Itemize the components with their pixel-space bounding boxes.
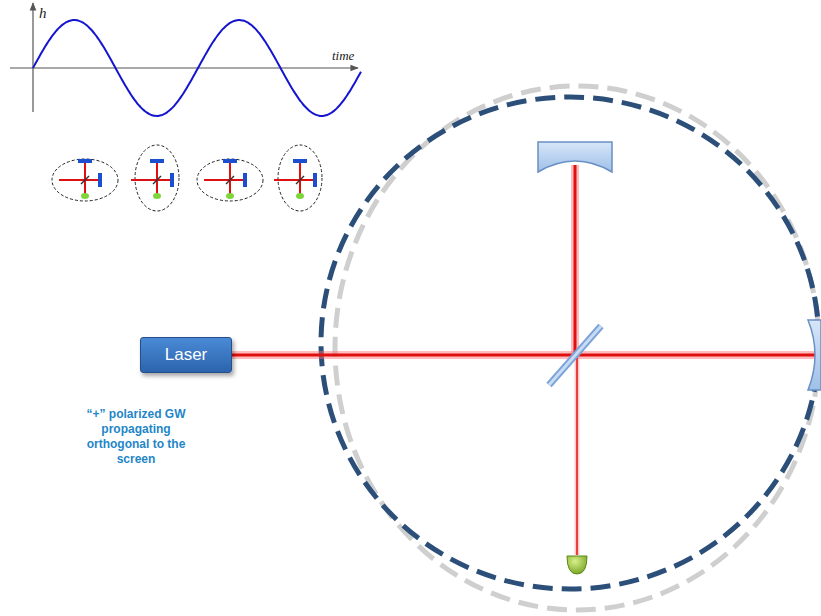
caption-note: “+” polarized GW propagating orthogonal … [70,407,202,467]
beam-glow [571,165,579,355]
interferometer-icon [274,159,317,199]
y-axis [32,3,33,112]
interferometer-icon [59,159,102,199]
end-mirror [538,142,612,172]
axis-label: time [332,48,354,64]
sine-wave [33,20,361,116]
beam-glow [232,351,816,359]
axis-label: h [39,4,47,23]
beam [232,354,816,357]
beam-glow [575,355,580,555]
box-label: Laser [165,345,208,365]
test-mass-ring [321,97,819,589]
laser-beams [232,165,816,555]
photodetector [567,556,587,574]
x-axis [10,67,358,68]
end-mirror [808,320,821,390]
beam [574,165,577,355]
ring-ellipse [52,159,118,201]
beam-splitter [549,326,601,385]
laser-box: Laser [140,337,232,373]
beam-splitter [549,326,601,385]
interferometer-icon [204,159,247,199]
interferometer-icon [131,159,174,199]
beam [576,355,578,555]
ring-ellipse [197,159,263,201]
